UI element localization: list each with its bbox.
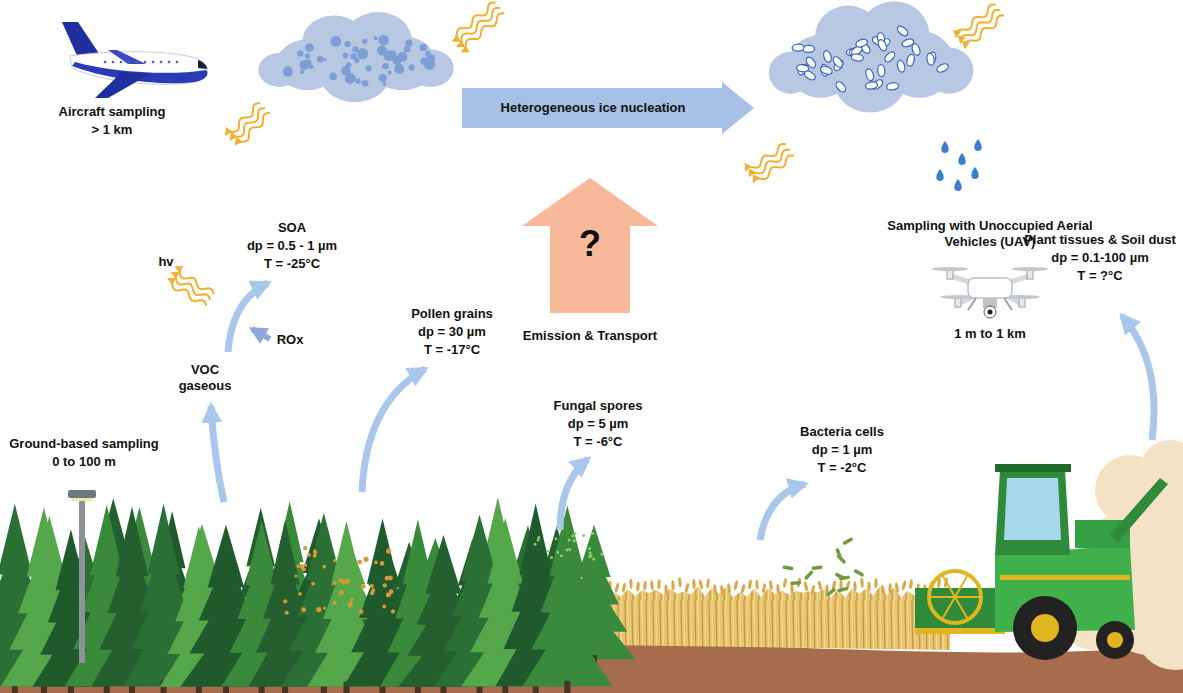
combine-harvester (915, 464, 1168, 660)
temperature-label: T = -17°C (382, 342, 522, 358)
size-label: dp = 5 µm (528, 416, 668, 432)
particle-name: Bacteria cells (772, 424, 912, 440)
precursor-label: VOC gaseous (173, 362, 237, 394)
temperature-label: T = ?°C (1022, 268, 1178, 284)
altitude-label: > 1 km (52, 122, 172, 138)
radiation-waves (453, 2, 504, 51)
temperature-label: T = -6°C (528, 434, 668, 450)
uav-drone (932, 267, 1048, 318)
liquid-cloud (258, 12, 453, 102)
size-label: dp = 1 µm (772, 442, 912, 458)
forest (0, 497, 636, 693)
particle-name: Fungal spores (528, 398, 668, 414)
radical-arrow (252, 329, 270, 339)
particle-name: Plant tissues & Soil dust (1022, 232, 1178, 248)
question-mark: ? (579, 224, 601, 264)
emission-arrows (211, 283, 1154, 540)
temperature-label: T = -2°C (772, 460, 912, 476)
altitude-label: 0 to 100 m (24, 454, 144, 470)
process-arrow: Heterogeneous ice nucleation (462, 82, 754, 134)
airplane (62, 22, 208, 98)
sampling-label: Ground-based sampling (4, 436, 164, 452)
photon-label: hv (146, 254, 186, 270)
radiation-waves (226, 103, 270, 144)
process-label: Heterogeneous ice nucleation (501, 100, 686, 116)
pollen-grains (283, 546, 395, 615)
wheat-ears (601, 577, 949, 595)
bacteria-cells (782, 537, 864, 597)
particle-name: SOA (222, 220, 362, 236)
sampling-mast (68, 490, 96, 663)
radiation-waves (168, 267, 213, 306)
ice-cloud (769, 1, 974, 112)
radiation-waves (956, 4, 1004, 47)
size-label: dp = 0.1-100 µm (1022, 250, 1178, 266)
particle-name: Pollen grains (382, 306, 522, 322)
size-label: dp = 30 µm (382, 324, 522, 340)
wheat-field (600, 586, 950, 650)
radical-label: ROx (270, 332, 310, 348)
altitude-label: 1 m to 1 km (920, 326, 1060, 342)
radiation-waves (746, 144, 794, 182)
process-label: Emission & Transport (495, 328, 685, 344)
sampling-label: Aircraft sampling (27, 104, 197, 120)
size-label: dp = 0.5 - 1 µm (217, 238, 367, 254)
temperature-label: T = -25°C (232, 256, 352, 272)
transport-arrow: ? (522, 178, 658, 313)
rain-drops (936, 139, 982, 191)
fungal-spores (534, 532, 604, 561)
